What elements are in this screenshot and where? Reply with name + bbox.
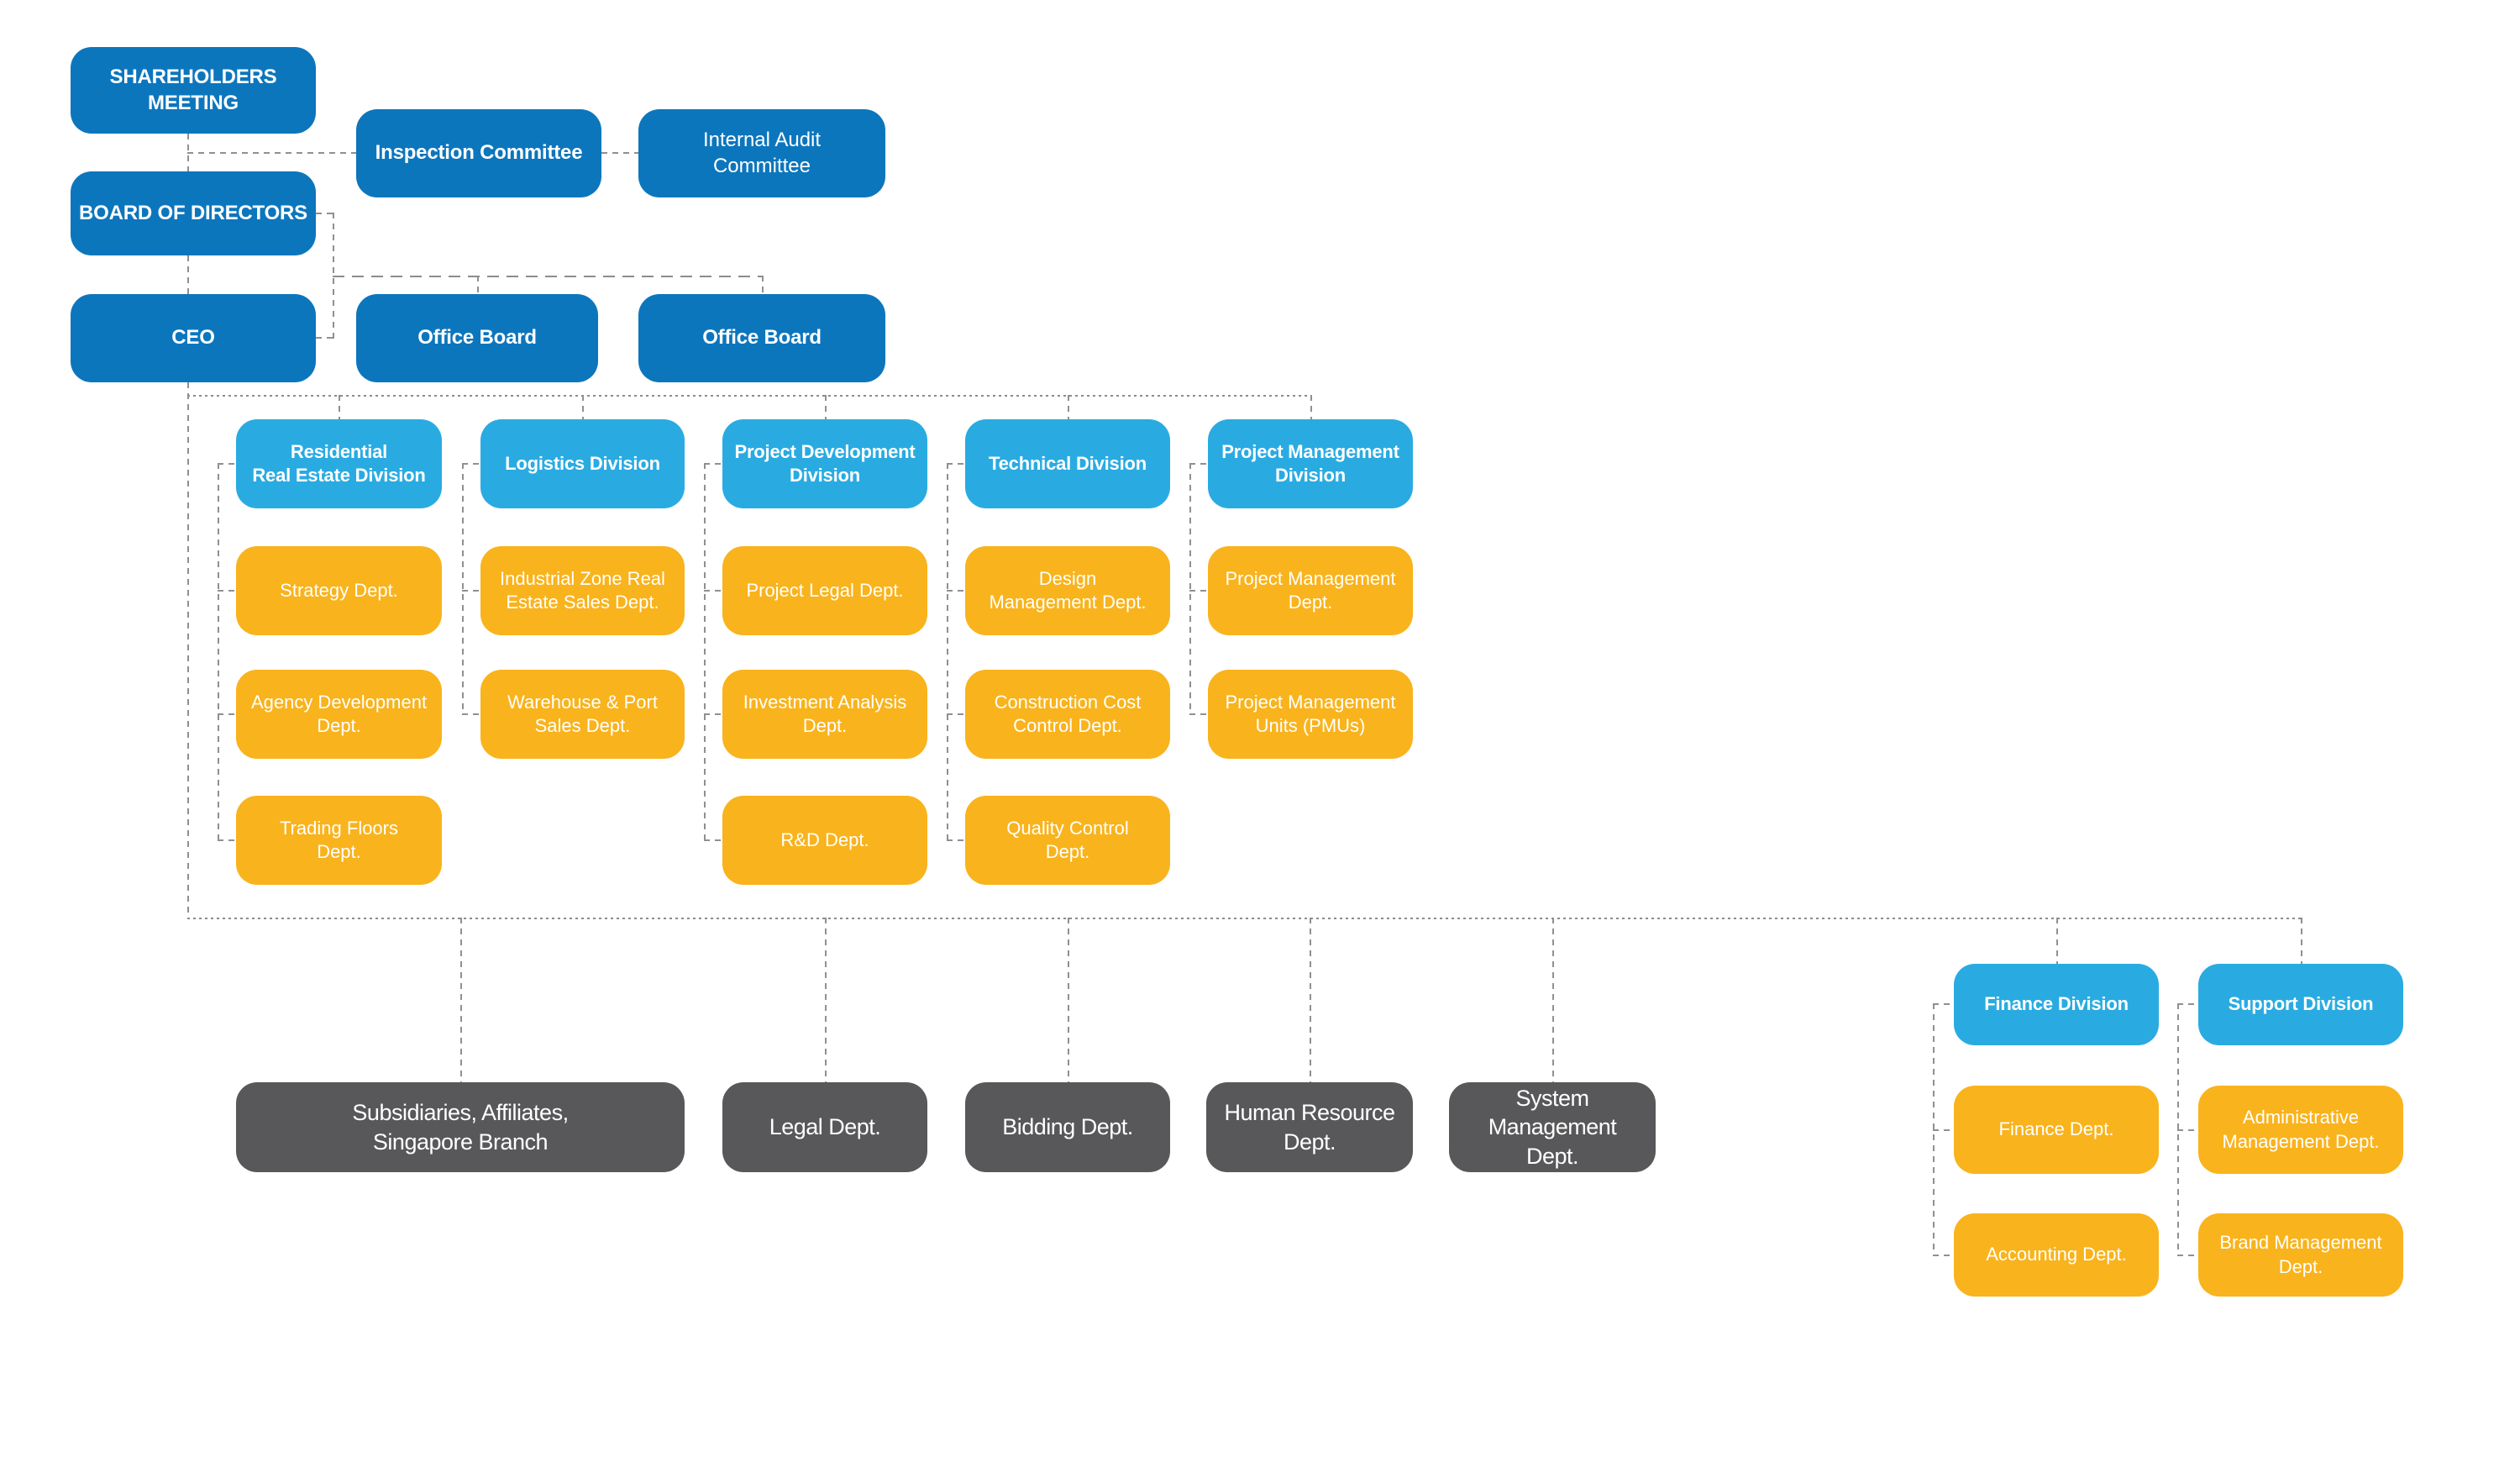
connector-line — [339, 395, 340, 419]
unit-system-management: System Management Dept. — [1449, 1082, 1656, 1172]
division-header-project-management: Project Management Division — [1208, 419, 1413, 508]
box-office-board-1: Office Board — [356, 294, 598, 382]
connector-line — [1068, 918, 1069, 1082]
connector-line — [333, 276, 762, 277]
connector-line — [1189, 590, 1208, 592]
connector-line — [704, 590, 722, 592]
connector-line — [825, 395, 827, 419]
unit-subsidiaries-affiliates-singapore-branch: Subsidiaries, Affiliates, Singapore Bran… — [236, 1082, 685, 1172]
dept-trading-floors: Trading Floors Dept. — [236, 796, 442, 885]
connector-line — [1933, 1129, 1954, 1131]
unit-bidding: Bidding Dept. — [965, 1082, 1170, 1172]
dept-construction-cost-control: Construction Cost Control Dept. — [965, 670, 1170, 759]
connector-line — [762, 276, 764, 294]
connector-line — [1933, 1255, 1954, 1256]
connector-line — [218, 463, 236, 465]
dept-administrative-management: Administrative Management Dept. — [2198, 1086, 2403, 1174]
division-header-logistics: Logistics Division — [480, 419, 685, 508]
connector-line — [462, 463, 480, 465]
connector-line — [316, 337, 333, 339]
dept-rd: R&D Dept. — [722, 796, 927, 885]
division-header-residential-real-estate: Residential Real Estate Division — [236, 419, 442, 508]
connector-line — [1310, 395, 1312, 419]
dept-accounting: Accounting Dept. — [1954, 1213, 2159, 1297]
division-header-technical: Technical Division — [965, 419, 1170, 508]
division-header-finance: Finance Division — [1954, 964, 2159, 1045]
dept-project-management: Project Management Dept. — [1208, 546, 1413, 635]
dept-investment-analysis: Investment Analysis Dept. — [722, 670, 927, 759]
connector-line — [2056, 918, 2058, 964]
box-inspection-committee: Inspection Committee — [356, 109, 601, 197]
connector-line — [218, 839, 236, 841]
connector-line — [187, 152, 356, 154]
connector-line — [1189, 463, 1208, 465]
dept-brand-management: Brand Management Dept. — [2198, 1213, 2403, 1297]
connector-line — [462, 463, 464, 714]
connector-line — [2301, 918, 2302, 964]
connector-line — [1189, 713, 1208, 715]
dept-strategy: Strategy Dept. — [236, 546, 442, 635]
connector-line — [2177, 1129, 2198, 1131]
connector-line — [187, 395, 1310, 397]
connector-line — [2177, 1003, 2198, 1005]
connector-line — [1189, 463, 1191, 714]
connector-line — [1310, 918, 1311, 1082]
connector-line — [704, 463, 722, 465]
connector-line — [582, 395, 584, 419]
connector-line — [704, 839, 722, 841]
connector-line — [462, 713, 480, 715]
connector-line — [316, 213, 333, 214]
connector-line — [462, 590, 480, 592]
connector-line — [704, 463, 706, 840]
connector-line — [947, 463, 965, 465]
connector-line — [218, 463, 219, 840]
box-ceo: CEO — [71, 294, 316, 382]
dept-agency-development: Agency Development Dept. — [236, 670, 442, 759]
dept-project-management-units: Project Management Units (PMUs) — [1208, 670, 1413, 759]
connector-line — [218, 590, 236, 592]
connector-line — [477, 276, 479, 294]
dept-quality-control: Quality Control Dept. — [965, 796, 1170, 885]
connector-line — [187, 918, 2301, 919]
connector-line — [1552, 918, 1554, 1082]
box-shareholders-meeting: SHAREHOLDERS MEETING — [71, 47, 316, 134]
connector-line — [187, 255, 189, 294]
connector-line — [2177, 1255, 2198, 1256]
connector-line — [601, 152, 638, 154]
connector-line — [825, 918, 827, 1082]
box-board-of-directors: BOARD OF DIRECTORS — [71, 171, 316, 255]
connector-line — [947, 839, 965, 841]
connector-line — [187, 382, 189, 918]
connector-line — [1933, 1003, 1954, 1005]
connector-line — [218, 713, 236, 715]
dept-project-legal: Project Legal Dept. — [722, 546, 927, 635]
box-internal-audit-committee: Internal Audit Committee — [638, 109, 885, 197]
connector-line — [704, 713, 722, 715]
division-header-project-development: Project Development Division — [722, 419, 927, 508]
connector-line — [947, 463, 948, 840]
connector-line — [1068, 395, 1069, 419]
connector-line — [947, 590, 965, 592]
division-header-support: Support Division — [2198, 964, 2403, 1045]
unit-human-resource: Human Resource Dept. — [1206, 1082, 1413, 1172]
box-office-board-2: Office Board — [638, 294, 885, 382]
dept-design-management: Design Management Dept. — [965, 546, 1170, 635]
connector-line — [460, 918, 462, 1082]
dept-warehouse-port-sales: Warehouse & Port Sales Dept. — [480, 670, 685, 759]
unit-legal: Legal Dept. — [722, 1082, 927, 1172]
dept-industrial-zone-real-estate-sales: Industrial Zone Real Estate Sales Dept. — [480, 546, 685, 635]
dept-finance: Finance Dept. — [1954, 1086, 2159, 1174]
connector-line — [947, 713, 965, 715]
